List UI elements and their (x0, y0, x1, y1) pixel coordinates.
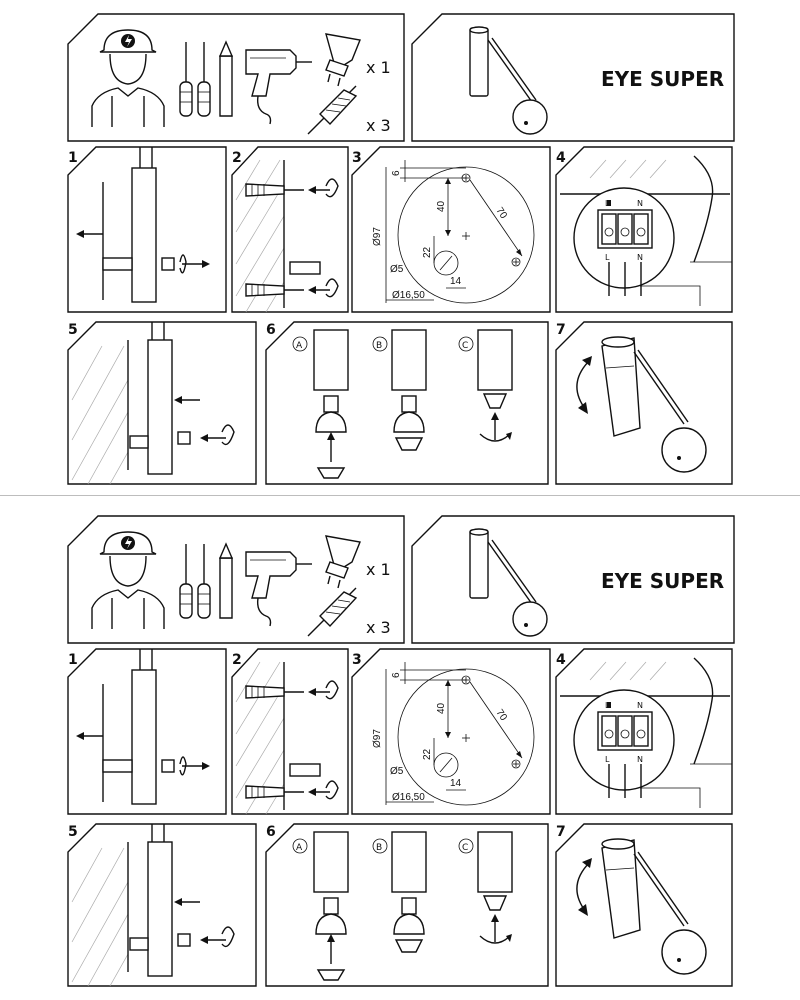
step-6-panel: 6 A B C (265, 321, 549, 485)
variant-label: A (296, 341, 303, 351)
dimension-label: 14 (450, 276, 462, 287)
dimension-label: 22 (422, 748, 433, 760)
step-4-panel: 4 L N L N (555, 648, 733, 815)
dimension-label: 40 (436, 702, 447, 714)
bulb-count-label: x 1 (366, 58, 391, 77)
step-number: 6 (266, 824, 276, 840)
screwdriver-icon (179, 42, 193, 117)
bulb-icon (325, 535, 361, 589)
sheet-divider (0, 495, 800, 496)
dimension-label: Ø97 (372, 227, 383, 246)
sheet-drawing: x 1 x 3 EYE SUPER 1 (67, 515, 735, 987)
variant-label: A (296, 843, 303, 853)
electrician-icon (91, 29, 165, 127)
dimension-label: Ø5 (390, 766, 404, 777)
drill-icon (245, 49, 312, 125)
sheet-drawing: x 1 x 3 EYE SUPER 1 (67, 13, 735, 485)
step-7-panel: 7 (555, 823, 733, 987)
variant-label: C (462, 843, 468, 853)
dimension-label: 6 (391, 170, 402, 176)
product-panel: EYE SUPER (411, 13, 735, 142)
step-number: 2 (232, 652, 242, 668)
wire-label: L (605, 755, 610, 764)
anchor-count-label: x 3 (366, 618, 391, 637)
step-2-panel: 2 (231, 648, 349, 815)
product-name: EYE SUPER (601, 569, 724, 593)
step-number: 5 (68, 824, 78, 840)
instruction-sheet-bottom: x 1 x 3 EYE SUPER 1 (0, 502, 800, 992)
step-number: 1 (68, 150, 78, 166)
step-number: 7 (556, 322, 566, 338)
step-number: 5 (68, 322, 78, 338)
bulb-count-label: x 1 (366, 560, 391, 579)
variant-label: B (376, 341, 382, 351)
wire-label: N (637, 199, 643, 208)
dimension-label: Ø16,50 (392, 290, 425, 301)
step-number: 2 (232, 150, 242, 166)
wire-label: N (637, 253, 643, 262)
instruction-sheet-top: x 1 x 3 EYE SUPER 1 (0, 0, 800, 490)
lamp-illustration (469, 528, 548, 637)
wall-anchor-icon (307, 587, 358, 637)
drill-icon (245, 551, 312, 627)
pencil-icon (218, 542, 234, 619)
step-1-panel: 1 (67, 648, 227, 815)
dimension-label: Ø5 (390, 264, 404, 275)
lamp-illustration (469, 26, 548, 135)
anchor-count-label: x 3 (366, 116, 391, 135)
product-panel: EYE SUPER (411, 515, 735, 644)
step-7-panel: 7 (555, 321, 733, 485)
dimension-label: 70 (494, 206, 510, 222)
dimension-label: 22 (422, 246, 433, 258)
screwdriver-icon (179, 544, 193, 619)
variant-label: C (462, 341, 468, 351)
step-3-panel: 3 6 40 70 Ø97 22 Ø5 14 Ø16,50 (351, 146, 551, 313)
product-name: EYE SUPER (601, 67, 724, 91)
screwdriver-icon (197, 544, 211, 619)
dimension-label: 6 (391, 672, 402, 678)
dimension-label: 40 (436, 200, 447, 212)
tools-panel: x 1 x 3 (67, 515, 405, 644)
step-number: 3 (352, 150, 362, 166)
dimension-label: Ø97 (372, 729, 383, 748)
dimension-label: 14 (450, 778, 462, 789)
step-number: 4 (556, 652, 566, 668)
wire-label: L (605, 253, 610, 262)
step-number: 3 (352, 652, 362, 668)
tools-panel: x 1 x 3 (67, 13, 405, 142)
screwdriver-icon (197, 42, 211, 117)
step-1-panel: 1 (67, 146, 227, 313)
step-5-panel: 5 (67, 321, 257, 485)
step-number: 6 (266, 322, 276, 338)
bulb-icon (325, 33, 361, 87)
step-number: 4 (556, 150, 566, 166)
wall-anchor-icon (307, 85, 358, 135)
electrician-icon (91, 531, 165, 629)
step-2-panel: 2 (231, 146, 349, 313)
wire-label: N (637, 755, 643, 764)
dimension-label: Ø16,50 (392, 792, 425, 803)
step-number: 1 (68, 652, 78, 668)
step-6-panel: 6 A B C (265, 823, 549, 987)
variant-label: B (376, 843, 382, 853)
step-4-panel: 4 L N L N (555, 146, 733, 313)
step-5-panel: 5 (67, 823, 257, 987)
pencil-icon (218, 40, 234, 117)
dimension-label: 70 (494, 708, 510, 724)
wire-label: N (637, 701, 643, 710)
step-3-panel: 3 6 40 70 Ø97 22 Ø5 14 Ø16,50 (351, 648, 551, 815)
step-number: 7 (556, 824, 566, 840)
